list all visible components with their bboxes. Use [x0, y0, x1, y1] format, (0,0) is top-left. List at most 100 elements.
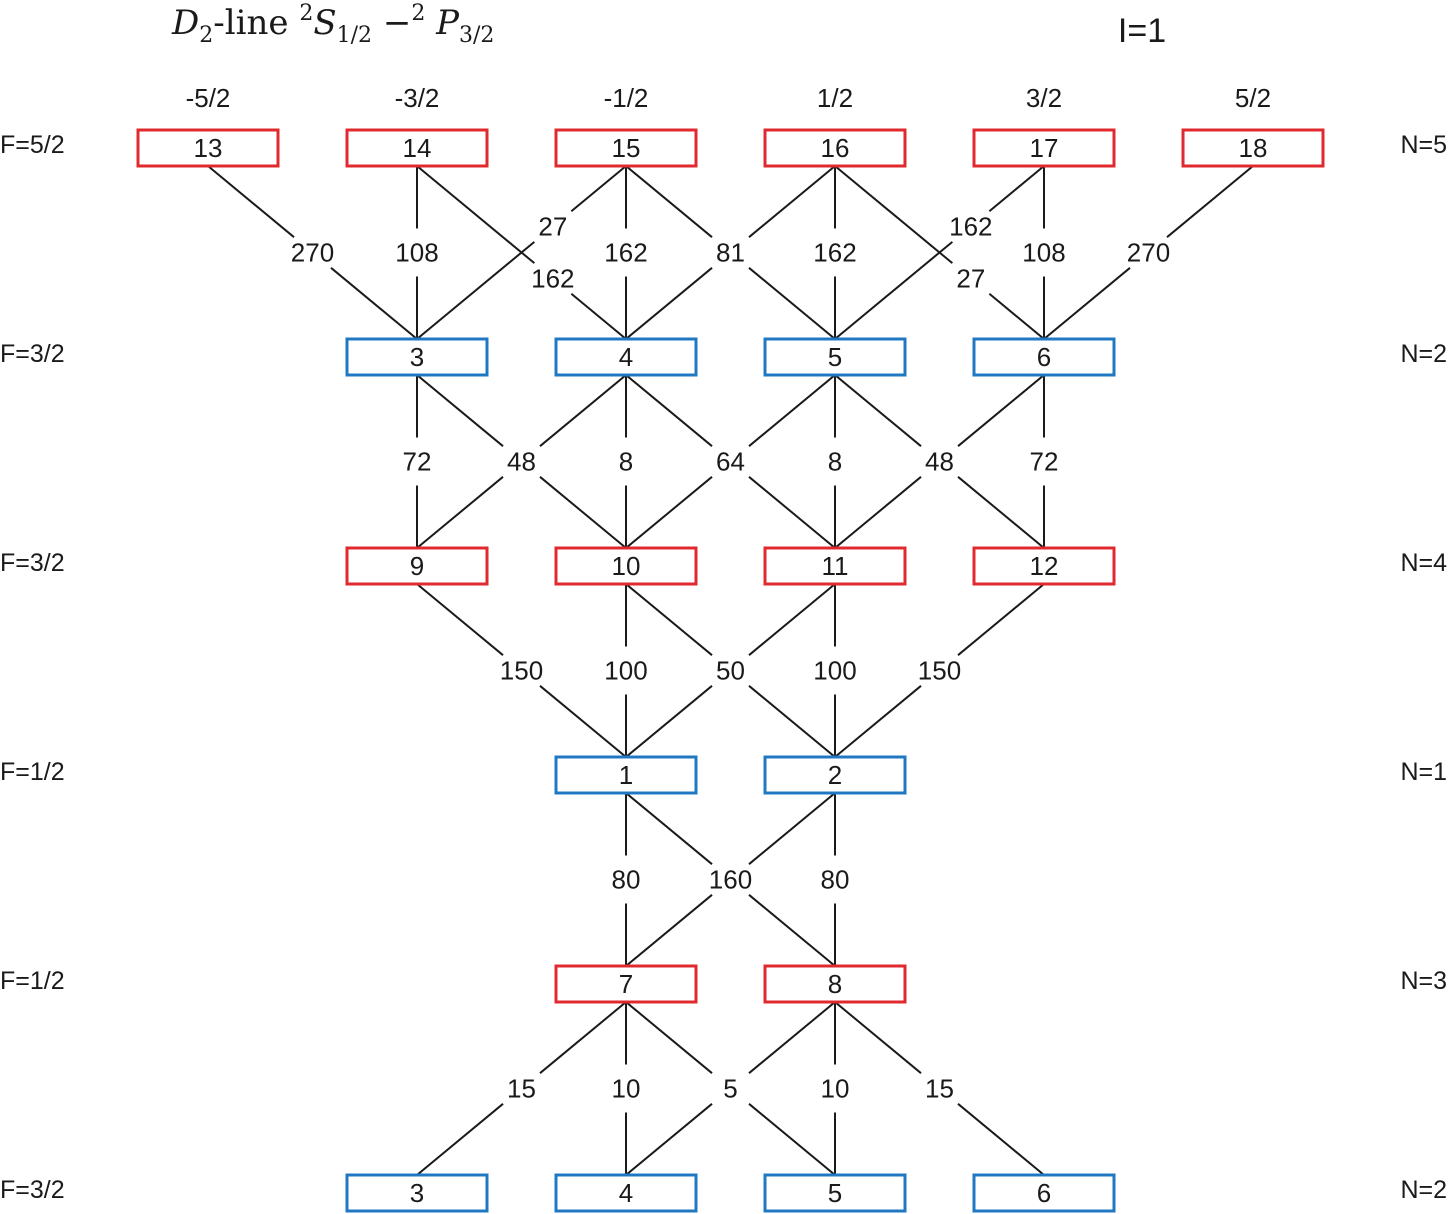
- transition-weight: 270: [1127, 238, 1170, 268]
- level-number: 3: [410, 342, 424, 372]
- energy-level: 8: [763, 964, 907, 1004]
- transition-weight: 15: [925, 1074, 954, 1104]
- transition-line: [834, 685, 922, 758]
- energy-level: 11: [763, 546, 907, 586]
- level-box: [763, 337, 907, 377]
- level-number: 1: [619, 760, 633, 790]
- transition-weight: 108: [1022, 238, 1065, 268]
- level-box: [972, 337, 1116, 377]
- level-number: 4: [619, 342, 633, 372]
- transition-line: [570, 292, 627, 340]
- level-number: 18: [1239, 133, 1268, 163]
- transition-line: [834, 165, 953, 264]
- level-box: [554, 755, 698, 795]
- energy-level: 6: [972, 337, 1116, 377]
- transition-weight: 8: [828, 447, 842, 477]
- level-number: 16: [821, 133, 850, 163]
- transition-weight: 72: [1030, 447, 1059, 477]
- transition-line: [625, 583, 713, 656]
- transition-line: [748, 685, 836, 758]
- transition-line: [748, 476, 836, 549]
- energy-level: 3: [345, 1173, 489, 1213]
- n-label: N=3: [1400, 967, 1447, 995]
- energy-level: 16: [763, 128, 907, 168]
- transition-line: [957, 1103, 1045, 1176]
- transition-line: [625, 685, 713, 758]
- transition-weight: 100: [604, 656, 647, 686]
- energy-level: 6: [972, 1173, 1116, 1213]
- transition-line: [207, 165, 295, 238]
- transition-weight: 48: [925, 447, 954, 477]
- transition-weight: 5: [723, 1074, 737, 1104]
- level-number: 5: [828, 342, 842, 372]
- transition-weight: 150: [918, 656, 961, 686]
- energy-level: 5: [763, 337, 907, 377]
- level-box: [554, 546, 698, 586]
- transition-weight: 100: [813, 656, 856, 686]
- level-number: 2: [828, 760, 842, 790]
- level-box: [763, 964, 907, 1004]
- n-label: N=1: [1400, 758, 1447, 786]
- energy-level: 1: [554, 755, 698, 795]
- energy-level: 12: [972, 546, 1116, 586]
- transition-line: [834, 1001, 922, 1074]
- f-label: F=3/2: [0, 1176, 65, 1204]
- transition-weight: 27: [538, 212, 567, 242]
- transition-line: [834, 374, 922, 447]
- n-label: N=5: [1400, 131, 1447, 159]
- transition-weight: 15: [507, 1074, 536, 1104]
- level-number: 8: [828, 969, 842, 999]
- transition-line: [988, 292, 1045, 340]
- transition-line: [330, 267, 418, 340]
- transition-weight: 80: [612, 865, 641, 895]
- transition-line: [625, 374, 713, 447]
- transition-line: [625, 165, 713, 238]
- transition-weight: 162: [949, 212, 992, 242]
- level-box: [554, 964, 698, 1004]
- transition-line: [748, 1001, 836, 1074]
- level-box: [972, 1173, 1116, 1213]
- energy-level: 17: [972, 128, 1116, 168]
- f-label: F=1/2: [0, 967, 65, 995]
- level-box: [763, 1173, 907, 1213]
- level-number: 17: [1030, 133, 1059, 163]
- f-label: F=1/2: [0, 758, 65, 786]
- energy-level: 4: [554, 337, 698, 377]
- transition-line: [416, 583, 504, 656]
- n-label: N=2: [1400, 1176, 1447, 1204]
- transition-weight: 8: [619, 447, 633, 477]
- energy-level: 3: [345, 337, 489, 377]
- transition-line: [1043, 267, 1131, 340]
- transition-line: [625, 1103, 713, 1176]
- level-box: [345, 337, 489, 377]
- level-number: 15: [612, 133, 641, 163]
- level-number: 5: [828, 1178, 842, 1208]
- energy-level: 4: [554, 1173, 698, 1213]
- transition-weight: 270: [291, 238, 334, 268]
- level-box: [554, 337, 698, 377]
- nuclear-spin-label: I=1: [1118, 12, 1166, 50]
- level-number: 12: [1030, 551, 1059, 581]
- transition-line: [748, 267, 836, 340]
- transition-weight: 50: [716, 656, 745, 686]
- level-box: [763, 128, 907, 168]
- transition-weight: 72: [403, 447, 432, 477]
- level-box: [554, 1173, 698, 1213]
- transition-line: [416, 241, 535, 340]
- transition-line: [748, 894, 836, 967]
- transition-weight: 80: [821, 865, 850, 895]
- transition-weight: 27: [956, 263, 985, 293]
- transition-line: [988, 165, 1045, 213]
- transition-line: [834, 241, 953, 340]
- f-label: F=5/2: [0, 131, 65, 159]
- transition-weight: 150: [500, 656, 543, 686]
- level-box: [972, 546, 1116, 586]
- n-label: N=4: [1400, 549, 1447, 577]
- energy-level: 5: [763, 1173, 907, 1213]
- transition-line: [416, 476, 504, 549]
- level-box: [1181, 128, 1325, 168]
- level-number: 9: [410, 551, 424, 581]
